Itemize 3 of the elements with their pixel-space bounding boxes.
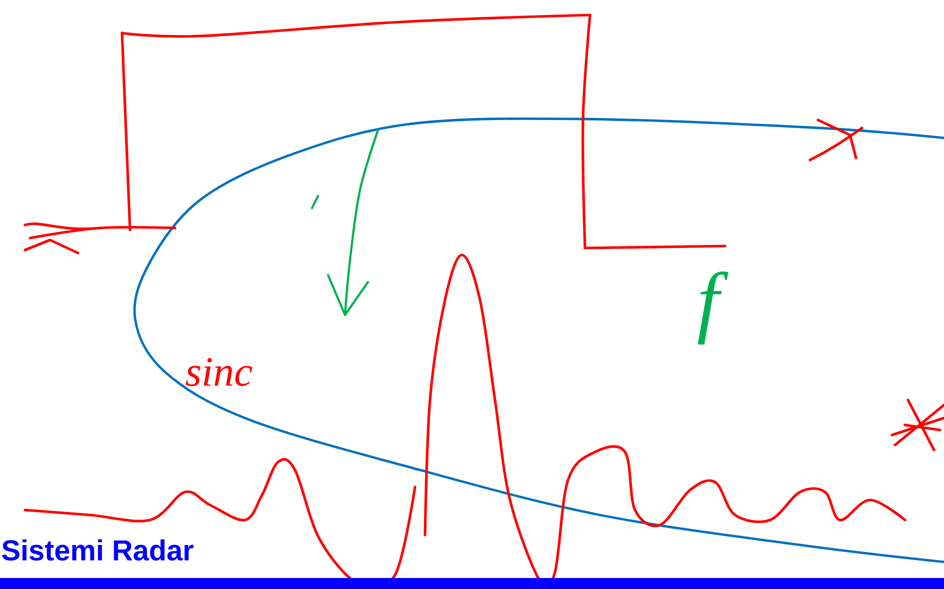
footer-title: Sistemi Radar [2,539,194,561]
handwritten-label: f [698,271,728,345]
handwritten-label: sinc [186,358,252,386]
